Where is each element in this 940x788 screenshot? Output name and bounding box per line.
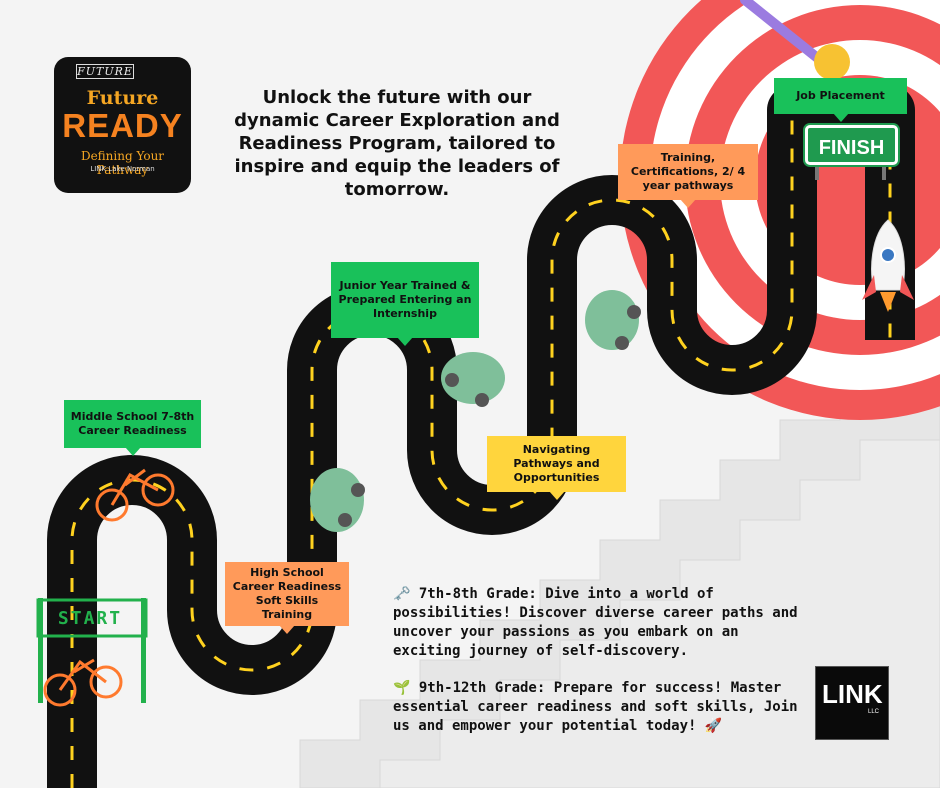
callout-job-placement: Job Placement <box>774 78 907 122</box>
dart-icon <box>740 0 850 80</box>
link-llc-logo: LINK LLC <box>815 666 889 740</box>
callout-training: Training, Certifications, 2/ 4 year path… <box>618 144 758 208</box>
grade-7-8-text: 🗝️ 7th-8th Grade: Dive into a world of p… <box>393 586 798 659</box>
car-icon <box>441 352 505 407</box>
callout-junior-year: Junior Year Trained & Prepared Entering … <box>331 262 479 346</box>
logo-title-line1: Future <box>86 87 159 109</box>
rocket-icon <box>862 219 914 312</box>
car-icon <box>310 468 365 532</box>
bicycle-icon <box>43 658 123 707</box>
logo-tagline: Defining Your Pathway <box>80 149 165 177</box>
grade-descriptions: 🗝️ 7th-8th Grade: Dive into a world of p… <box>393 585 813 754</box>
car-icon <box>585 290 641 350</box>
callout-high-school: High School Career Readiness Soft Skills… <box>225 562 349 634</box>
logo-small-sign: FUTURE <box>76 64 134 79</box>
finish-sign: FINISH <box>805 125 898 165</box>
start-sign: START <box>57 608 123 629</box>
logo-org: LINK Lake Norman <box>90 165 155 173</box>
link-logo-sub: LLC <box>868 709 880 715</box>
intro-text: Unlock the future with our dynamic Caree… <box>234 87 560 200</box>
callout-middle-school: Middle School 7-8th Career Readiness <box>64 400 201 456</box>
winding-road <box>47 85 915 788</box>
bicycle-icon <box>95 468 175 522</box>
logo-title-line2: READY <box>62 107 183 144</box>
future-ready-logo: FUTURE Future READY Defining Your Pathwa… <box>54 57 191 193</box>
start-banner <box>36 598 148 703</box>
callout-navigating: Navigating Pathways and Opportunities <box>487 436 626 500</box>
staircase-background <box>299 379 940 788</box>
grade-9-12-text: 🌱 9th-12th Grade: Prepare for success! M… <box>393 680 798 734</box>
link-logo-text: LINK <box>822 679 883 709</box>
